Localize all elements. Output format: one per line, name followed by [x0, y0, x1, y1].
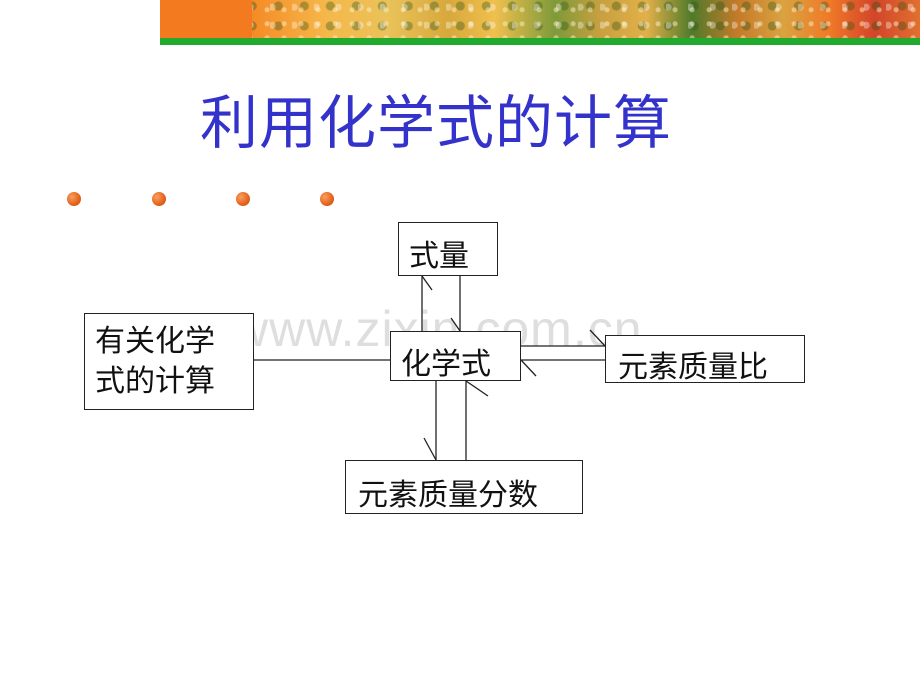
arrowhead: [520, 359, 537, 377]
node-element-mass-ratio: 元素质量比: [605, 335, 805, 385]
node-label: 元素质量分数: [358, 478, 538, 513]
bullet-dot: [320, 192, 334, 206]
arrowhead: [450, 317, 461, 332]
node-chemical-formula: 化学式: [390, 331, 521, 382]
node-label: 化学式: [401, 347, 491, 382]
banner-orange-block: [160, 0, 252, 38]
arrowhead: [465, 380, 489, 397]
node-element-mass-fraction: 元素质量分数: [345, 460, 583, 514]
node-label: 式量: [409, 239, 469, 274]
node-label-line1: 有关化学: [95, 324, 215, 359]
decorative-banner: [160, 0, 920, 38]
bullet-dot: [236, 192, 250, 206]
node-related-calculation: 有关化学 式的计算: [84, 313, 254, 410]
arrowhead: [421, 275, 433, 291]
arrowhead: [423, 437, 437, 461]
node-label: 元素质量比: [618, 350, 768, 385]
accent-bar: [160, 38, 920, 45]
slide-title: 利用化学式的计算: [200, 89, 673, 157]
node-formula-weight: 式量: [398, 222, 498, 276]
banner-texture: [160, 0, 920, 38]
node-label-line2: 式的计算: [95, 364, 215, 399]
bullet-dot: [152, 192, 166, 206]
bullet-dot: [67, 192, 81, 206]
arrowhead: [589, 329, 606, 347]
